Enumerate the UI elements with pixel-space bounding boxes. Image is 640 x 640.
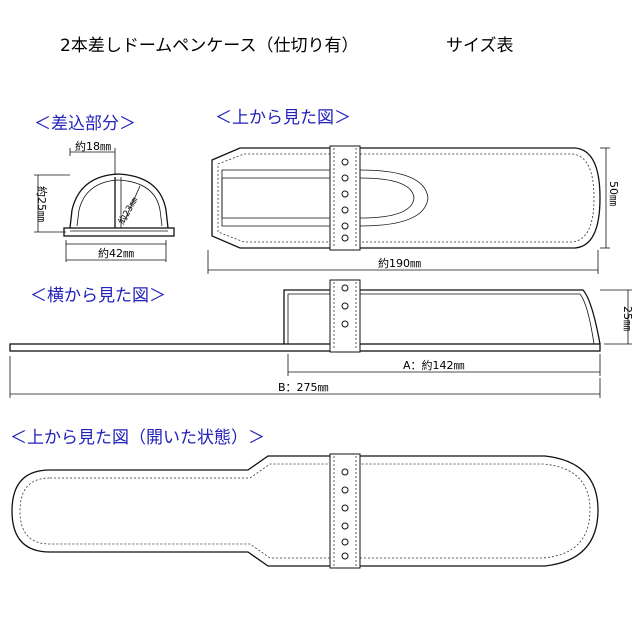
insert-diagram bbox=[34, 148, 175, 262]
section-side-view-heading: ＜横から見た図＞ bbox=[30, 286, 166, 306]
open-view-diagram bbox=[11, 453, 599, 569]
section-open-view-heading: ＜上から見た図（開いた状態）＞ bbox=[10, 428, 265, 448]
top-view-diagram bbox=[207, 145, 610, 274]
insert-width-dimension: 約42㎜ bbox=[98, 247, 134, 260]
diagram-title: 2本差しドームペンケース（仕切り有） bbox=[60, 36, 359, 56]
side-view-diagram bbox=[9, 279, 632, 398]
diagram-title-suffix: サイズ表 bbox=[446, 36, 514, 56]
section-insert-heading: ＜差込部分＞ bbox=[34, 114, 136, 134]
section-top-view-heading: ＜上から見た図＞ bbox=[215, 108, 351, 128]
side-b-dimension: B：275㎜ bbox=[278, 381, 329, 394]
top-length-dimension: 約190㎜ bbox=[378, 257, 421, 270]
insert-top-dimension: 約18㎜ bbox=[75, 140, 111, 153]
side-a-dimension: A：約142㎜ bbox=[403, 359, 465, 372]
